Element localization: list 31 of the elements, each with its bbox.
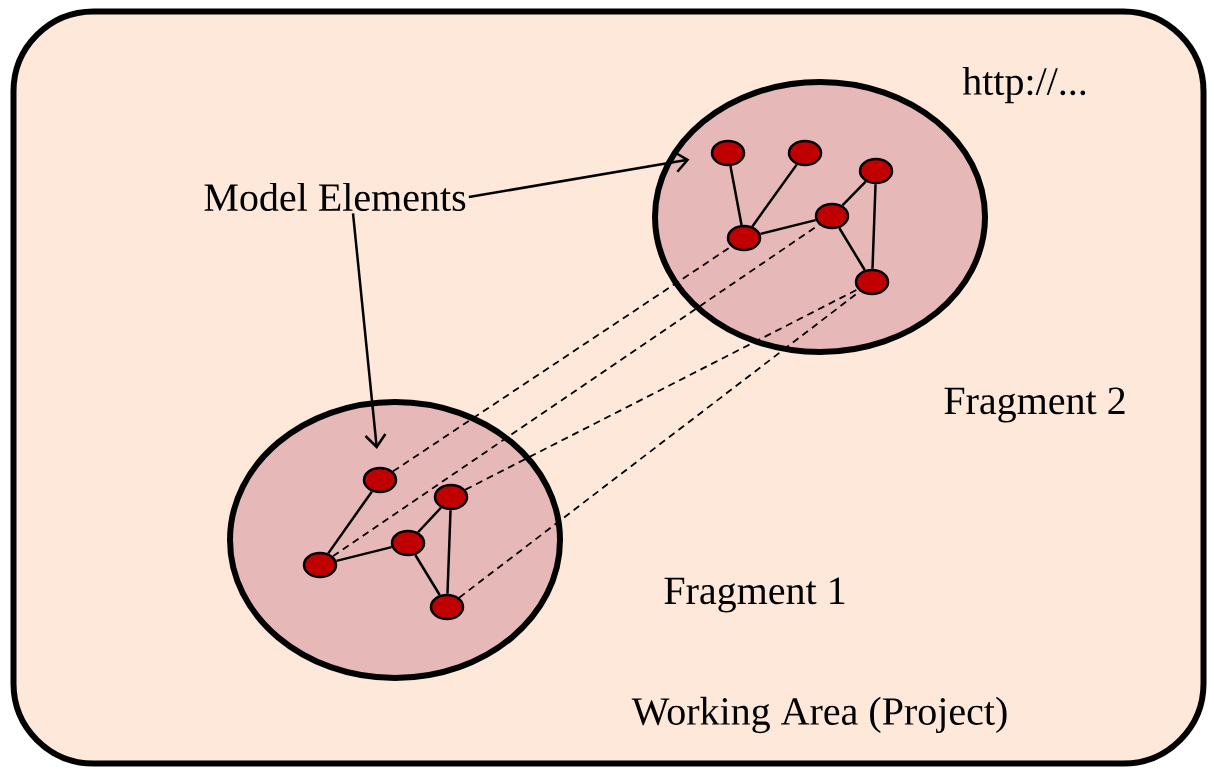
dashed-link (464, 288, 859, 491)
leader-arrow (468, 150, 690, 199)
element-dot (433, 483, 469, 511)
leader-arrow (351, 213, 387, 449)
element-dot (787, 139, 823, 167)
link-line (871, 184, 877, 269)
element-dot (814, 202, 850, 230)
dashed-link (332, 223, 820, 558)
node-label: Fragment 1 (664, 577, 845, 613)
node-label: Fragment 2 (944, 387, 1125, 423)
link-line (760, 218, 816, 236)
element-dot (710, 139, 746, 167)
dashed-link (392, 245, 732, 473)
element-dot (726, 224, 762, 252)
link-line (838, 227, 866, 271)
element-dot (429, 593, 465, 621)
element-dot (390, 529, 426, 557)
link-line (414, 554, 441, 596)
link-line (841, 180, 867, 207)
link-line (336, 545, 392, 563)
link-line (417, 506, 442, 534)
label-text: Model Elements (204, 182, 466, 212)
element-dot (854, 268, 890, 296)
link-line (751, 163, 798, 228)
element-dot (302, 551, 338, 579)
link-line (446, 510, 452, 594)
link-line (327, 490, 373, 555)
url-label: http://... (962, 66, 1086, 104)
element-dot (362, 466, 398, 494)
element-dot (858, 157, 894, 185)
link-line (729, 165, 743, 226)
